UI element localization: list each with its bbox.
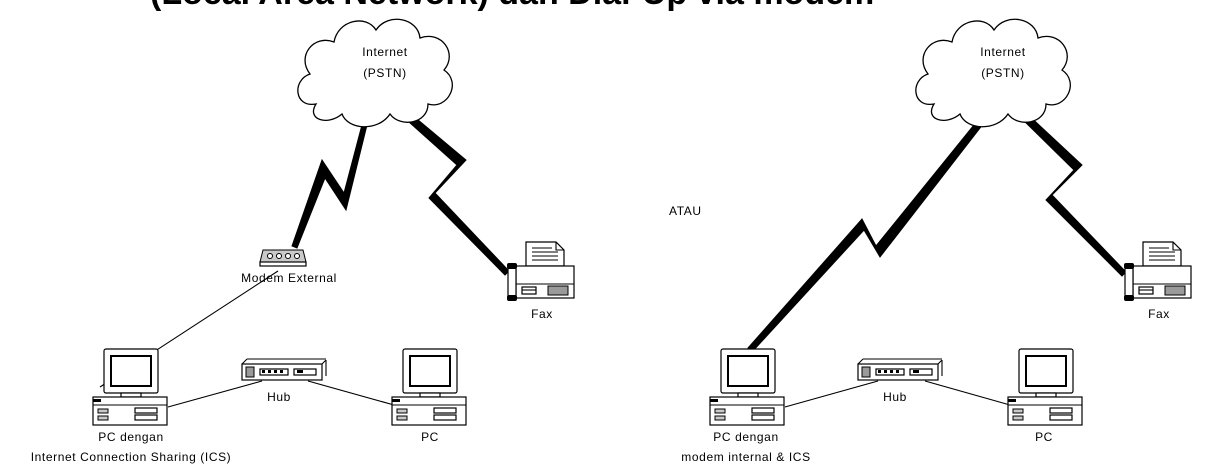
pc-ics-label-line1: PC dengan <box>98 430 163 444</box>
hub-icon <box>241 358 327 381</box>
separator-label: ATAU <box>669 204 702 218</box>
hub-label: Hub <box>267 390 291 404</box>
hub-to-pc-line <box>307 380 395 406</box>
wireless-link-fax-icon <box>1018 110 1127 277</box>
wireless-link-fax-icon <box>399 108 510 276</box>
pc-ics-label-line2: Internet Connection Sharing (ICS) <box>31 450 232 464</box>
pc-to-hub-line <box>167 380 263 408</box>
fax-icon <box>1123 241 1192 302</box>
pc-ics-icon <box>709 348 785 426</box>
cloud-label-line1: Internet <box>362 45 408 59</box>
left-network: Internet (PSTN) Modem External Fax Hub P… <box>31 18 575 464</box>
pc-icon <box>1007 348 1083 426</box>
right-network: Internet (PSTN) Fax Hub PC dengan modem … <box>681 18 1192 464</box>
modem-icon <box>259 249 307 267</box>
pc-icon <box>391 348 467 426</box>
fax-label: Fax <box>1148 307 1170 321</box>
pc-ics-icon <box>92 348 168 426</box>
hub-icon <box>857 358 943 381</box>
pc-ics-label-line1: PC dengan <box>713 430 778 444</box>
modem-label: Modem External <box>241 271 337 285</box>
pc-ics-label-line2: modem internal & ICS <box>681 450 810 464</box>
cloud-label-line1: Internet <box>980 45 1026 59</box>
hub-to-pc-line <box>924 380 1011 406</box>
pc-label: PC <box>421 430 439 444</box>
wireless-link-pc-icon <box>747 114 988 353</box>
pc-label: PC <box>1035 430 1053 444</box>
diagram-title: (Local Area Network) dan Dial-Up via mod… <box>150 0 874 12</box>
wireless-link-modem-icon <box>291 120 368 249</box>
fax-label: Fax <box>531 307 553 321</box>
fax-icon <box>506 241 575 302</box>
cloud-label-line2: (PSTN) <box>981 66 1025 80</box>
cloud-label-line2: (PSTN) <box>363 66 407 80</box>
hub-label: Hub <box>883 390 907 404</box>
pc-to-hub-line <box>784 380 879 408</box>
